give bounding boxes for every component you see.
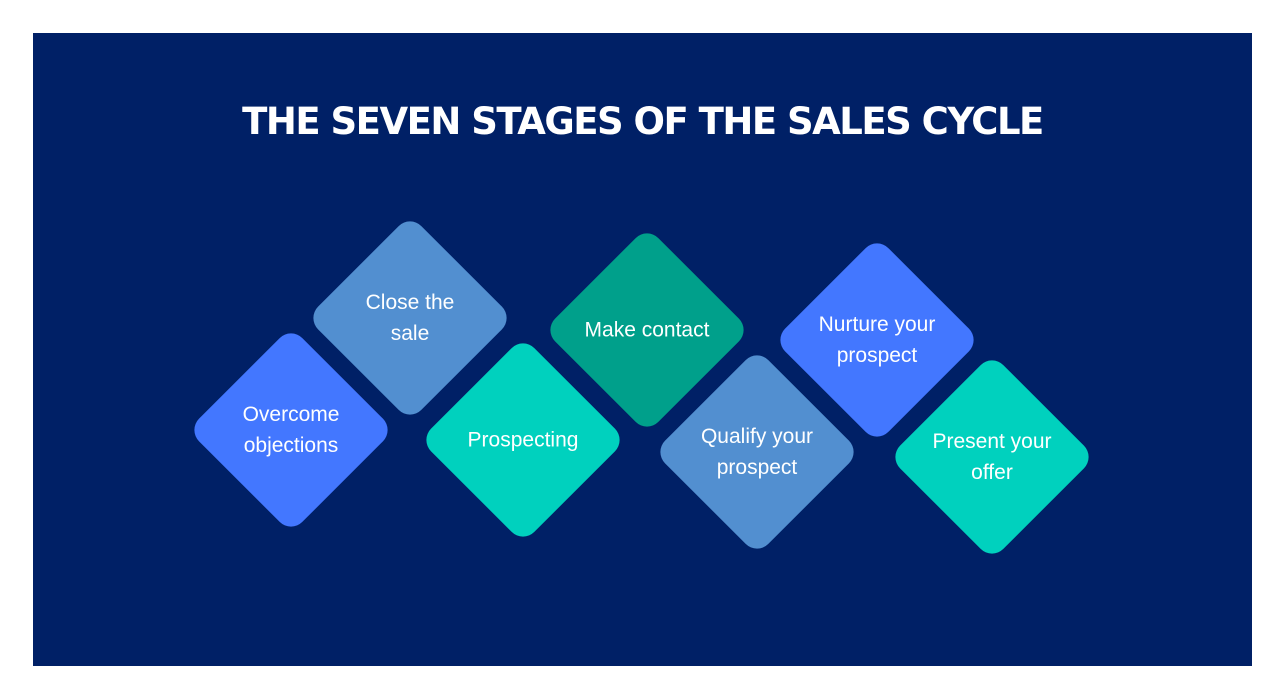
stage-label-make-contact: Make contact (584, 318, 710, 342)
diagram-title: THE SEVEN STAGES OF THE SALES CYCLE (242, 100, 1044, 143)
stage-label-prospecting: Prospecting (467, 428, 579, 452)
